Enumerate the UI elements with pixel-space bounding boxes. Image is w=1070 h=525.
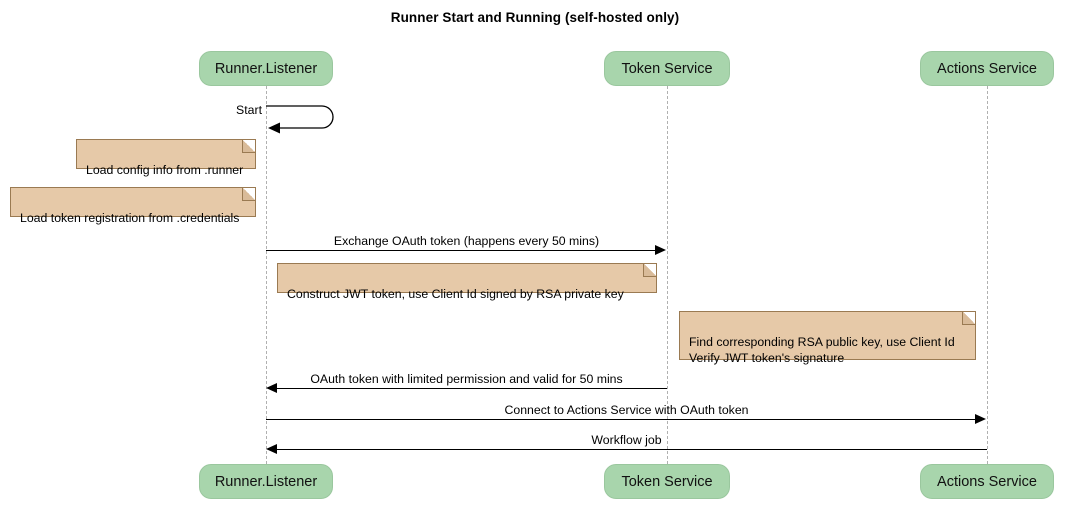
message-line-exchange-oauth-token[interactable]	[266, 250, 656, 251]
note-text: Construct JWT token, use Client Id signe…	[287, 287, 624, 301]
message-line-workflow-job[interactable]	[277, 449, 987, 450]
participant-actions-top[interactable]: Actions Service	[920, 51, 1054, 86]
note-fold-corner-icon	[962, 312, 975, 325]
lifeline-runner	[266, 86, 267, 464]
participant-actions-bottom[interactable]: Actions Service	[920, 464, 1054, 499]
arrow-head-right-icon	[975, 413, 986, 424]
message-label-exchange-oauth-token: Exchange OAuth token (happens every 50 m…	[333, 234, 600, 248]
participant-label: Actions Service	[937, 60, 1037, 77]
note-load-config: Load config info from .runner	[76, 139, 256, 177]
note-text: Load token registration from .credential…	[20, 211, 240, 225]
participant-runner-top[interactable]: Runner.Listener	[199, 51, 333, 86]
self-message-start[interactable]	[264, 100, 354, 136]
page-title: Runner Start and Running (self-hosted on…	[390, 10, 680, 25]
lifeline-token	[667, 86, 668, 464]
participant-runner-bottom[interactable]: Runner.Listener	[199, 464, 333, 499]
participant-label: Runner.Listener	[214, 60, 318, 77]
message-label-workflow-job: Workflow job	[591, 433, 662, 447]
message-label-oauth-token-limited: OAuth token with limited permission and …	[310, 372, 623, 386]
note-load-token-registration: Load token registration from .credential…	[10, 187, 256, 225]
note-fold-corner-icon	[643, 264, 656, 277]
note-text: Find corresponding RSA public key, use C…	[689, 335, 955, 365]
participant-label: Token Service	[621, 473, 713, 490]
message-label-connect-actions-service: Connect to Actions Service with OAuth to…	[504, 403, 749, 417]
note-construct-jwt-token: Construct JWT token, use Client Id signe…	[277, 263, 657, 301]
arrow-head-right-icon	[655, 244, 666, 255]
arrow-head-left-icon	[266, 443, 277, 454]
note-verify-jwt-signature: Find corresponding RSA public key, use C…	[679, 311, 976, 365]
lifeline-actions	[987, 86, 988, 464]
participant-label: Token Service	[621, 60, 713, 77]
participant-token-top[interactable]: Token Service	[604, 51, 730, 86]
note-fold-corner-icon	[242, 140, 255, 153]
participant-label: Actions Service	[937, 473, 1037, 490]
message-line-oauth-token-limited[interactable]	[277, 388, 667, 389]
note-text: Load config info from .runner	[86, 163, 244, 177]
note-fold-corner-icon	[242, 188, 255, 201]
participant-token-bottom[interactable]: Token Service	[604, 464, 730, 499]
message-label-start: Start	[236, 103, 262, 117]
message-line-connect-actions-service[interactable]	[266, 419, 976, 420]
arrow-head-left-icon	[266, 382, 277, 393]
participant-label: Runner.Listener	[214, 473, 318, 490]
